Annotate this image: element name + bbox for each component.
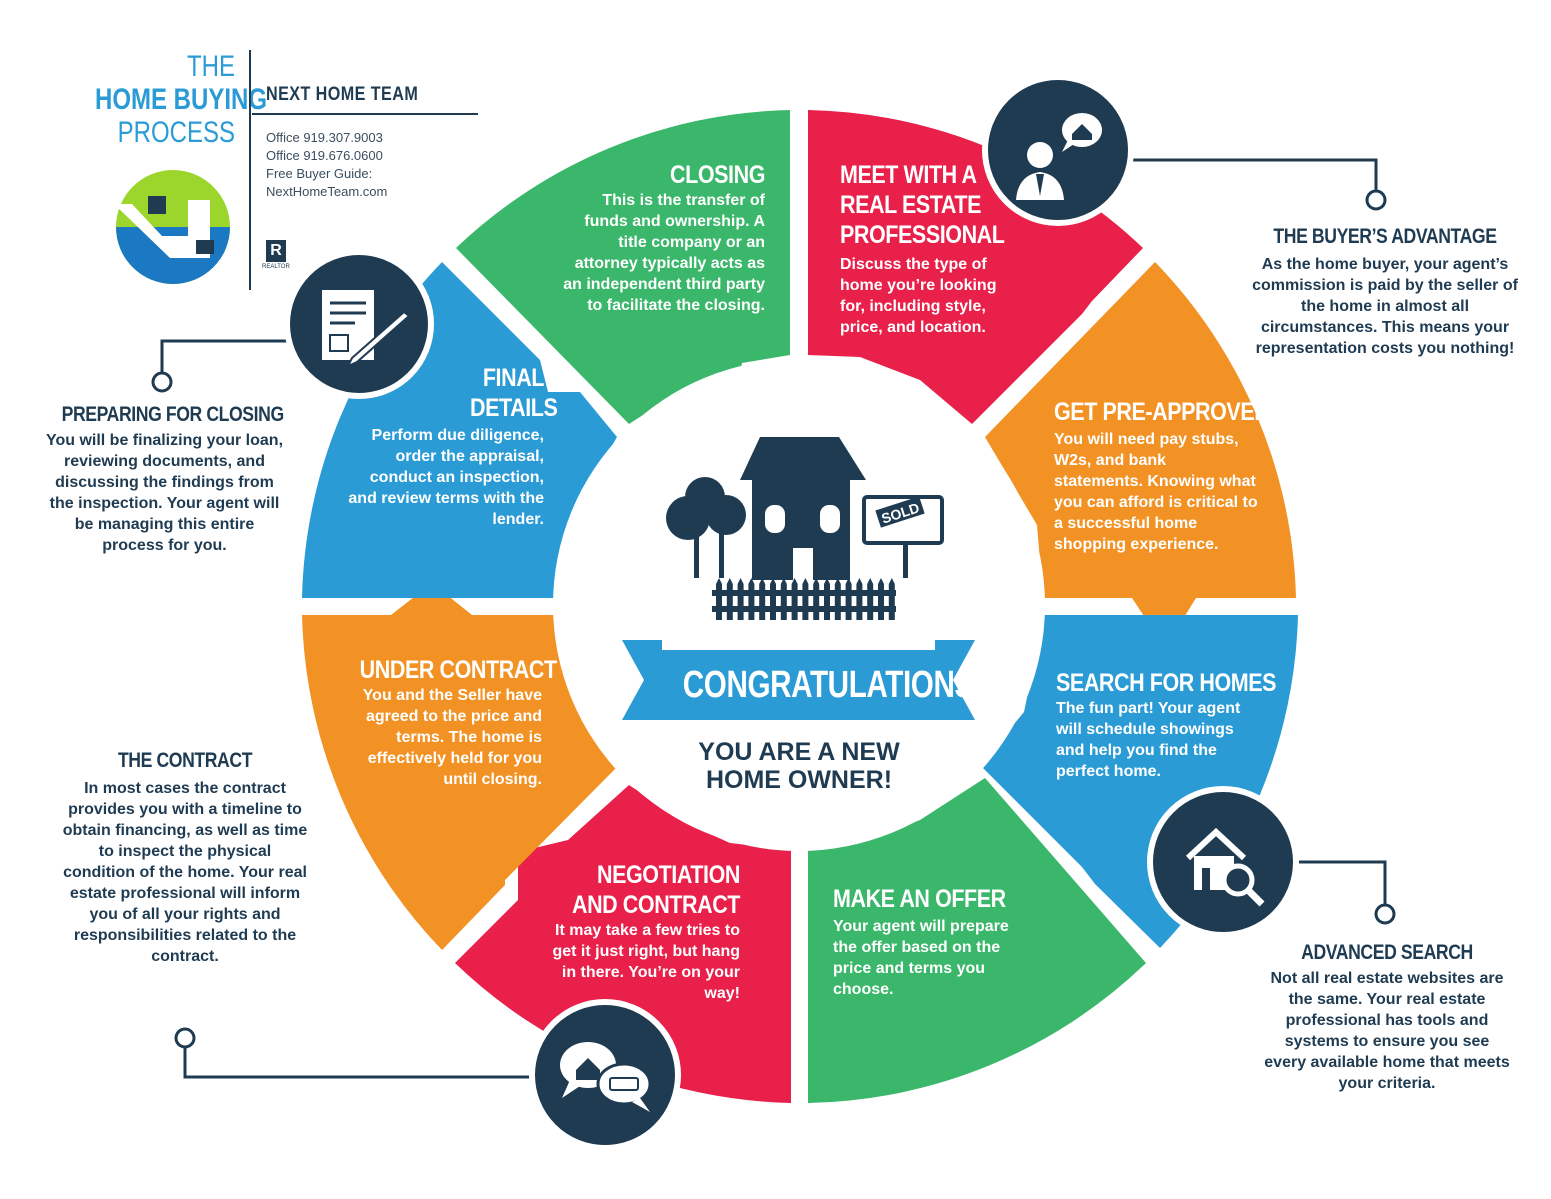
fence-picket: [856, 578, 863, 620]
fence-picket: [759, 578, 766, 620]
fence-picket: [770, 578, 776, 620]
note-advantage: THE BUYER’S ADVANTAGE As the home buyer,…: [1252, 224, 1518, 359]
fence-picket: [802, 578, 809, 620]
segment-preapproved: [985, 262, 1296, 648]
step-meet-text: Discuss the type of home you’re looking …: [840, 256, 997, 336]
step-offer-title: MAKE AN OFFER: [833, 885, 1006, 913]
document-sign-icon: [284, 249, 434, 399]
connector-advantage: [1130, 158, 1387, 211]
fence-picket: [878, 578, 884, 620]
contact-website-link[interactable]: NextHomeTeam.com: [266, 184, 388, 199]
step-meet-title: MEET WITH A REAL ESTATE PROFESSIONAL: [840, 161, 1005, 249]
brand-title: THE HOME BUYING PROCESS: [60, 50, 268, 149]
new-owner-line1: YOU ARE A NEW: [698, 738, 900, 766]
fence-picket: [716, 578, 722, 620]
segment-negotiation: [455, 785, 791, 1103]
note-contract-text: In most cases the contract provides you …: [62, 780, 308, 965]
step-under: UNDER CONTRACT You and the Seller have a…: [330, 655, 557, 790]
agent-icon: [982, 74, 1134, 226]
note-preparing-title: PREPARING FOR CLOSING: [61, 403, 285, 426]
step-under-title: UNDER CONTRACT: [359, 656, 557, 684]
brand-title-line1: THE: [187, 50, 235, 83]
fence-picket: [888, 578, 895, 620]
team-underline: [252, 113, 478, 115]
congratulations-title: CONGRATULATIONS!: [682, 664, 984, 706]
new-owner-line2: HOME OWNER!: [705, 766, 893, 794]
brand-title-line2: HOME BUYING: [95, 83, 268, 116]
fence-picket: [737, 578, 744, 620]
step-negotiation: NEGOTIATION AND CONTRACT It may take a f…: [540, 860, 740, 1004]
congratulations-banner: [622, 640, 975, 720]
step-negotiation-text: It may take a few tries to get it just r…: [552, 922, 740, 1002]
step-offer: MAKE AN OFFER Your agent will prepare th…: [833, 884, 1033, 1000]
note-contract-title: THE CONTRACT: [117, 749, 253, 772]
step-preapproved: GET PRE-APPROVED You will need pay stubs…: [1054, 397, 1270, 555]
step-final: FINAL DETAILS Perform due diligence, ord…: [348, 363, 558, 530]
fence-picket: [813, 578, 820, 620]
contact-line: Free Buyer Guide:: [266, 166, 373, 181]
step-negotiation-title: NEGOTIATION AND CONTRACT: [571, 861, 740, 919]
note-advantage-title: THE BUYER’S ADVANTAGE: [1273, 225, 1497, 248]
note-preparing-text: You will be finalizing your loan, review…: [45, 432, 284, 554]
step-search: SEARCH FOR HOMES The fun part! Your agen…: [1056, 668, 1277, 782]
step-offer-text: Your agent will prepare the offer based …: [833, 918, 1009, 998]
note-advanced-text: Not all real estate websites are the sam…: [1264, 970, 1510, 1092]
step-preapproved-text: You will need pay stubs, W2s, and bank s…: [1054, 431, 1258, 553]
fence-picket: [867, 578, 874, 620]
note-advantage-text: As the home buyer, your agent’s commissi…: [1252, 256, 1518, 357]
connector-preparing: [151, 339, 290, 393]
brand-title-line3: PROCESS: [117, 116, 235, 149]
step-final-text: Perform due diligence, order the apprais…: [348, 427, 544, 528]
step-closing-title: CLOSING: [670, 161, 765, 189]
note-advanced-title: ADVANCED SEARCH: [1301, 941, 1473, 964]
fence-picket: [780, 578, 787, 620]
fence-picket: [845, 578, 852, 620]
fence-picket: [824, 578, 830, 620]
negotiation-chat-icon: [529, 999, 681, 1151]
step-closing-text: This is the transfer of funds and owners…: [563, 192, 765, 314]
connector-contract: [174, 1027, 533, 1079]
team-name: NEXT HOME TEAM: [266, 84, 419, 105]
segment-closing: [456, 110, 790, 424]
step-search-text: The fun part! Your agent will schedule s…: [1056, 700, 1241, 780]
note-preparing: PREPARING FOR CLOSING You will be finali…: [42, 402, 287, 556]
fence-pickets: [716, 578, 895, 620]
step-final-title: FINAL DETAILS: [470, 364, 558, 422]
step-meet: MEET WITH A REAL ESTATE PROFESSIONAL Dis…: [840, 160, 1025, 338]
step-preapproved-title: GET PRE-APPROVED: [1054, 398, 1270, 426]
realtor-logo-icon: R: [266, 240, 286, 262]
note-contract: THE CONTRACT In most cases the contract …: [62, 748, 308, 967]
segment-offer: [808, 778, 1146, 1103]
connector-advanced: [1290, 860, 1396, 925]
fence-picket: [726, 578, 733, 620]
realtor-word: REALTOR: [262, 264, 290, 270]
step-closing: CLOSING This is the transfer of funds an…: [555, 160, 765, 316]
contact-line: Office 919.676.0600: [266, 148, 383, 163]
segment-under: [302, 583, 617, 950]
brand-divider: [249, 50, 251, 290]
fence-picket: [748, 578, 755, 620]
step-search-title: SEARCH FOR HOMES: [1056, 669, 1277, 697]
note-advanced: ADVANCED SEARCH Not all real estate webs…: [1262, 940, 1512, 1094]
brand-logo: [114, 170, 230, 284]
new-owner-subtitle: YOU ARE A NEW HOME OWNER!: [650, 738, 948, 794]
fence-picket: [834, 578, 841, 620]
fence-picket: [791, 578, 798, 620]
contact-line: Office 919.307.9003: [266, 130, 383, 145]
contact-info: Office 919.307.9003 Office 919.676.0600 …: [266, 129, 387, 201]
house-search-icon: [1147, 786, 1299, 938]
step-under-text: You and the Seller have agreed to the pr…: [362, 687, 542, 788]
